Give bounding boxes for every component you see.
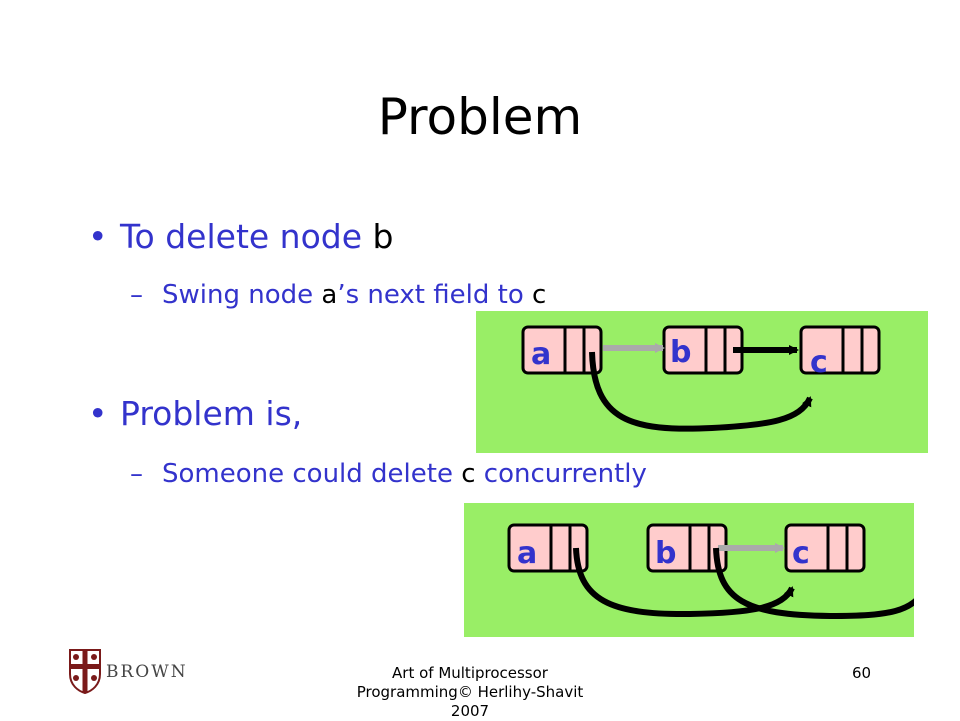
bullet-problem-is: • Problem is,	[88, 394, 302, 433]
dash-mark: –	[130, 280, 143, 310]
footer-credit: Art of Multiprocessor Programming© Herli…	[356, 664, 584, 720]
node-b-label: b	[655, 536, 676, 571]
node-c-label: c	[792, 536, 810, 571]
bullet-delete-node-b: b	[372, 217, 394, 256]
node-c-label: c	[810, 345, 828, 380]
sub-swing-part4: c	[532, 280, 547, 310]
sub-concurrent-part1: Someone could delete	[162, 459, 462, 489]
arrow-b-to-beyond	[713, 547, 929, 620]
slide-title: Problem	[377, 88, 583, 146]
node-b: b	[662, 325, 744, 375]
node-c: c	[784, 523, 866, 573]
brown-logo-icon	[68, 648, 102, 698]
node-b-label: b	[670, 335, 691, 370]
sub-swing-part3: ’s next field to	[337, 280, 532, 310]
bullet-dot: •	[88, 394, 108, 433]
node-a-label: a	[517, 536, 537, 571]
sub-swing-part1: Swing node	[162, 280, 322, 310]
dash-mark: –	[130, 459, 143, 489]
page-number: 60	[852, 664, 872, 682]
node-a: a	[521, 325, 603, 375]
bullet-delete-text: To delete node	[120, 217, 373, 256]
diagram-bottom-svg: a b c	[507, 523, 929, 620]
sub-bullet-swing: –Swing node a’s next field to c	[130, 280, 546, 310]
brown-logo-text: BROWN	[106, 662, 188, 682]
diagram-top-svg: a b c	[521, 325, 881, 432]
node-c: c	[799, 325, 881, 380]
node-a: a	[507, 523, 589, 573]
arrow-a-to-c	[589, 351, 813, 432]
bullet-dot: •	[88, 217, 108, 256]
sub-bullet-concurrent: –Someone could delete c concurrently	[130, 459, 647, 489]
bullet-problem-text: Problem is,	[120, 394, 303, 433]
bullet-delete-node: • To delete node b	[88, 217, 393, 256]
sub-concurrent-part3: concurrently	[475, 459, 647, 489]
node-b: b	[646, 523, 728, 573]
diagram-bottom-panel: a b c	[464, 503, 929, 637]
sub-swing-part2: a	[321, 280, 338, 310]
arrow-a-to-c	[573, 547, 795, 618]
diagram-top-panel: a b c	[476, 311, 928, 453]
node-a-label: a	[531, 337, 551, 372]
sub-concurrent-part2: c	[461, 459, 476, 489]
